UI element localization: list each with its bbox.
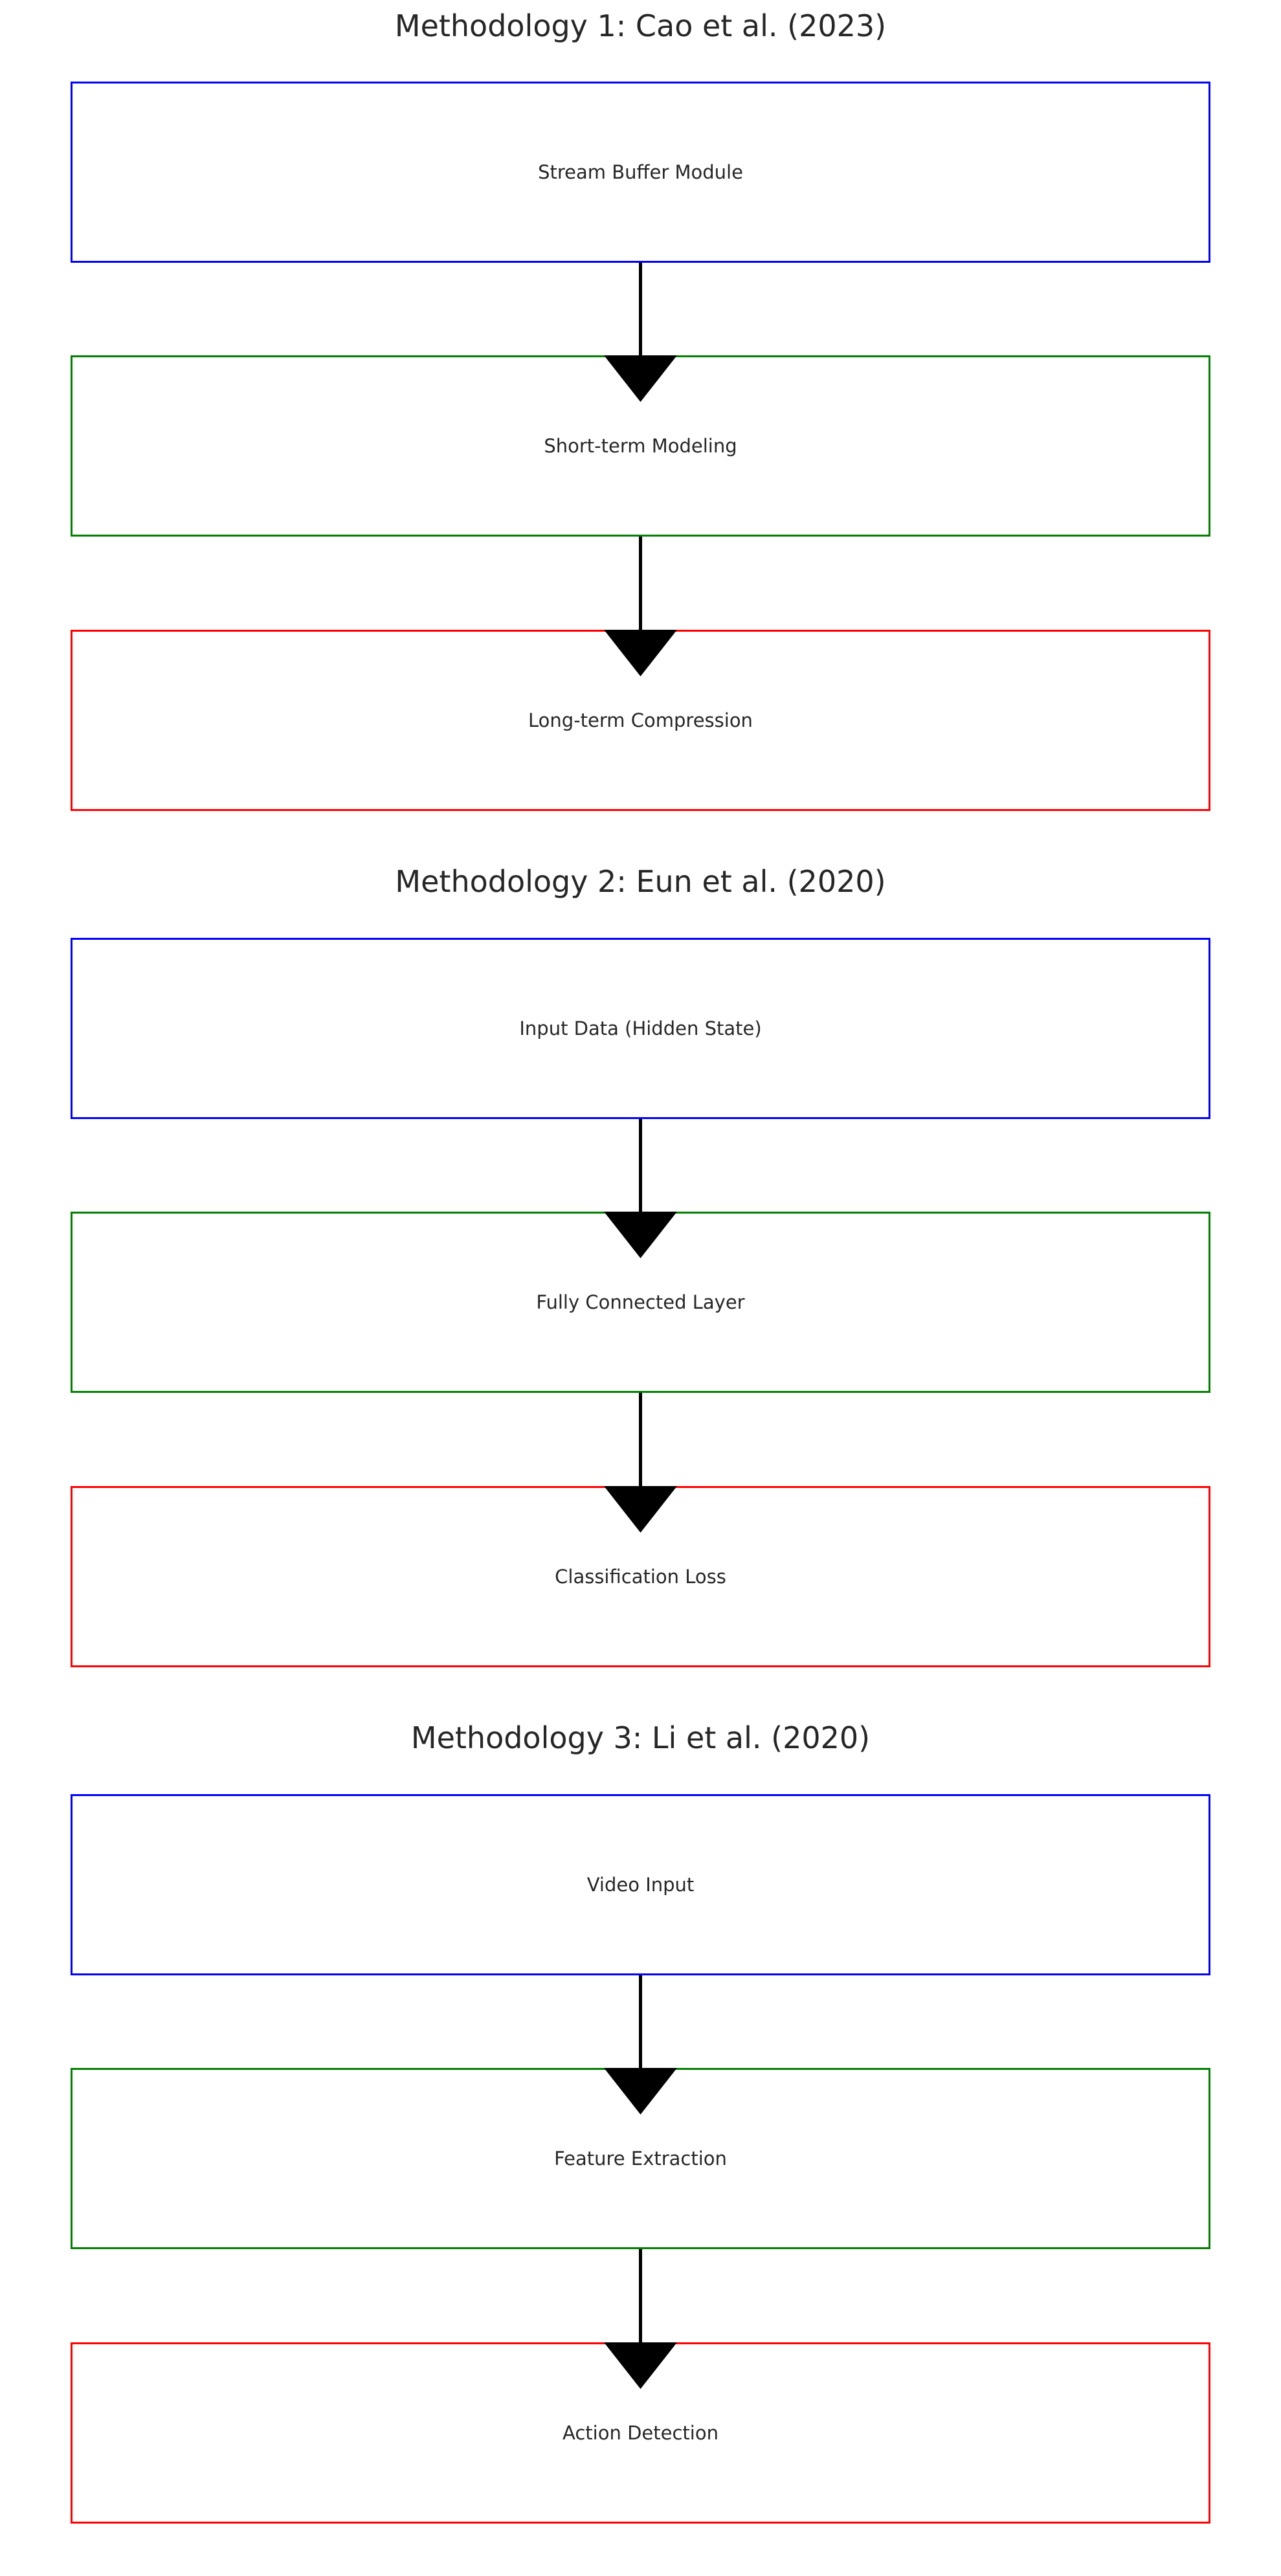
box-label: Classification Loss xyxy=(555,1566,726,1588)
section-3-title: Methodology 3: Li et al. (2020) xyxy=(410,1720,871,1755)
box-action-detection: Action Detection xyxy=(71,2342,1210,2524)
section-2-title: Methodology 2: Eun et al. (2020) xyxy=(395,864,886,899)
box-fully-connected-layer: Fully Connected Layer xyxy=(71,1212,1210,1393)
box-input-data: Input Data (Hidden State) xyxy=(71,938,1210,1119)
box-label: Input Data (Hidden State) xyxy=(519,1017,762,1039)
box-label: Fully Connected Layer xyxy=(536,1291,745,1313)
box-label: Stream Buffer Module xyxy=(538,161,743,183)
section-1-title: Methodology 1: Cao et al. (2023) xyxy=(394,8,887,43)
box-stream-buffer-module: Stream Buffer Module xyxy=(71,82,1210,263)
box-long-term-compression: Long-term Compression xyxy=(71,630,1210,811)
box-label: Short-term Modeling xyxy=(544,435,737,457)
box-label: Video Input xyxy=(586,1874,695,1896)
box-short-term-modeling: Short-term Modeling xyxy=(71,355,1210,537)
box-label: Feature Extraction xyxy=(554,2148,727,2170)
box-label: Long-term Compression xyxy=(528,709,753,731)
box-classification-loss: Classification Loss xyxy=(71,1486,1210,1667)
box-feature-extraction: Feature Extraction xyxy=(71,2068,1210,2249)
box-label: Action Detection xyxy=(563,2422,718,2444)
box-video-input: Video Input xyxy=(71,1794,1210,1975)
